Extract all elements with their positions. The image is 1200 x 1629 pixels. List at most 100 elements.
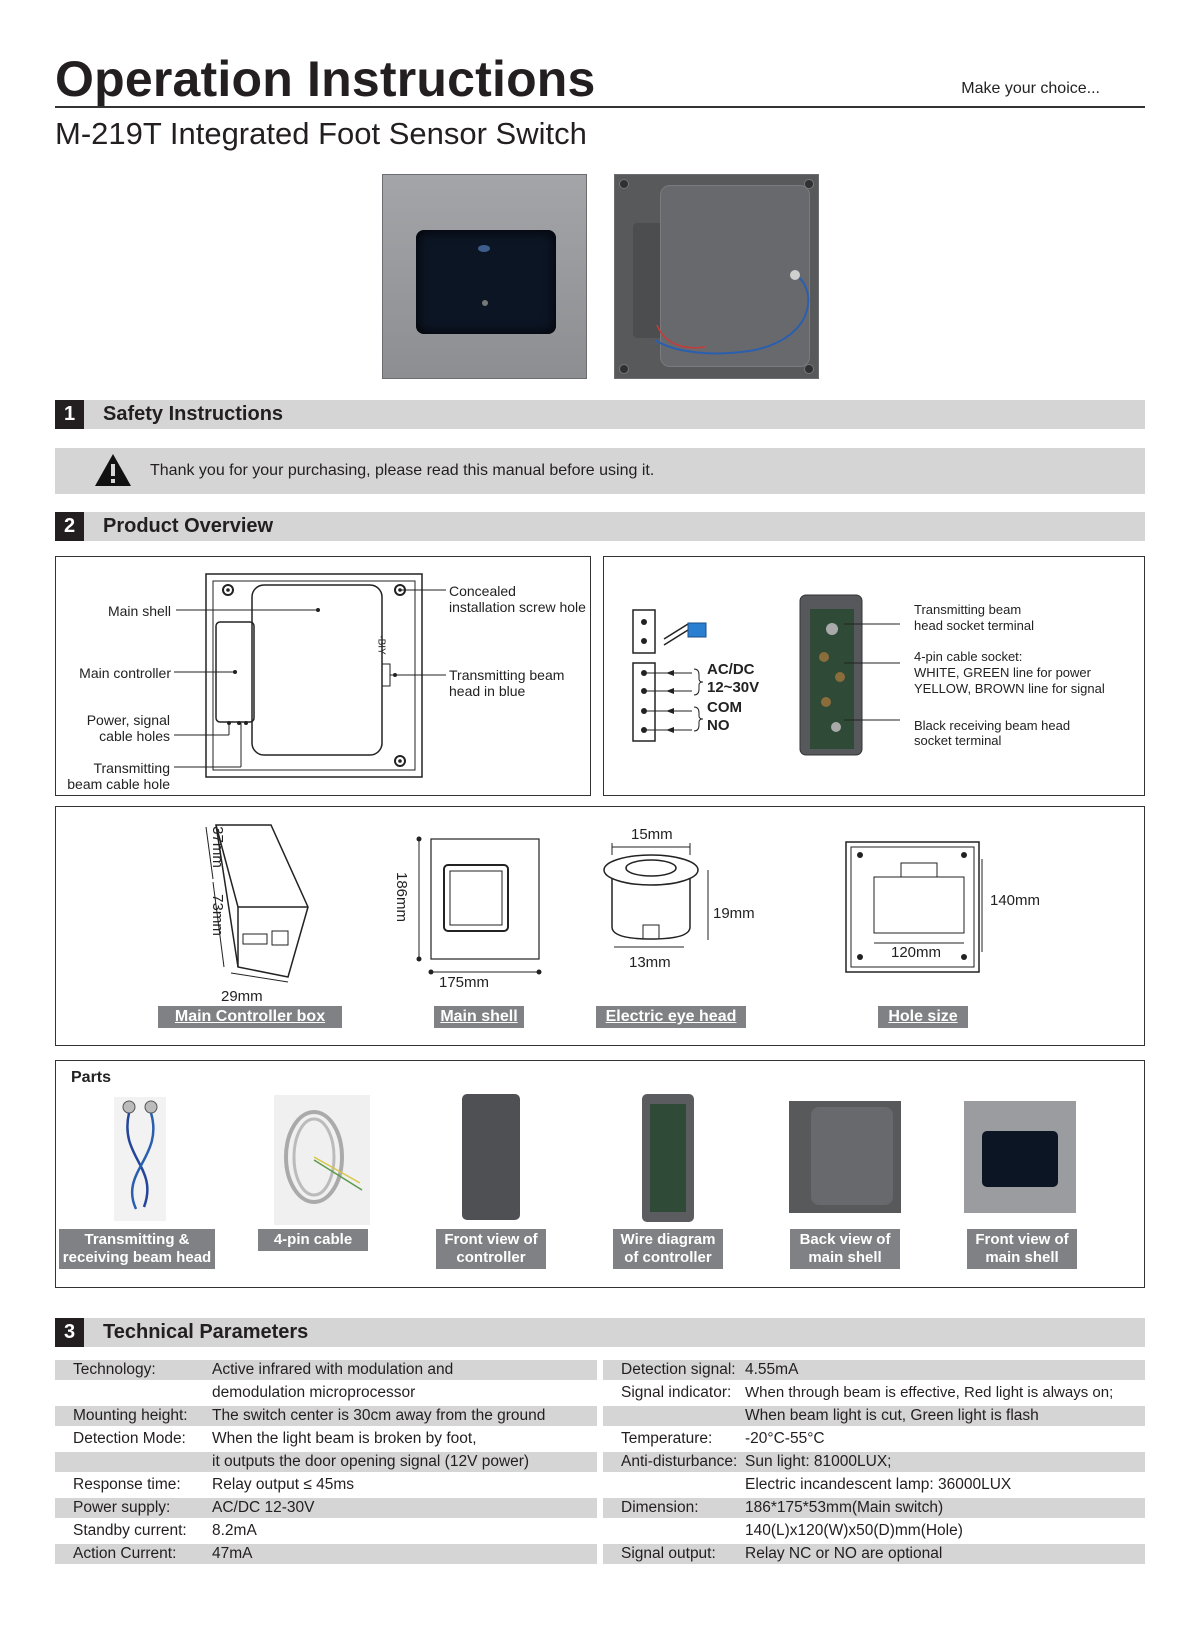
screw-icon xyxy=(619,364,629,374)
table-row: Detection Mode:When the light beam is br… xyxy=(73,1430,477,1447)
dim-controller-height: 73mm xyxy=(208,894,226,936)
label-cable-holes-2: cable holes xyxy=(99,728,170,744)
section-header-overview: 2 Product Overview xyxy=(55,512,1145,541)
safety-note: Thank you for your purchasing, please re… xyxy=(55,448,1145,494)
tagline: Make your choice... xyxy=(961,80,1100,97)
cable-illustration xyxy=(284,1110,363,1204)
beam-head-illustration xyxy=(122,1100,158,1210)
dim-controller-width: 29mm xyxy=(221,988,263,1005)
table-row: Detection signal:4.55mA xyxy=(603,1360,1145,1380)
section-number: 2 xyxy=(55,512,84,541)
screw-icon xyxy=(804,179,814,189)
table-row: Power supply:AC/DC 12-30V xyxy=(55,1498,597,1518)
part-image-beam-heads xyxy=(114,1097,166,1221)
table-row: Temperature:-20°C-55°C xyxy=(621,1430,825,1447)
dim-hole-width: 120mm xyxy=(891,944,942,961)
parts-panel: Parts Transmitting & receiving beam head… xyxy=(55,1060,1145,1288)
table-row: Signal indicator:When through beam is ef… xyxy=(621,1384,1114,1401)
table-row: 140(L)x120(W)x50(D)mm(Hole) xyxy=(745,1522,963,1539)
dim-hole-height: 140mm xyxy=(990,892,1041,909)
controller-cover xyxy=(660,185,810,367)
product-photo-front xyxy=(382,174,587,379)
label-rx-socket-2: socket terminal xyxy=(914,733,1002,748)
warning-icon xyxy=(95,454,131,486)
dim-eye-top: 15mm xyxy=(631,826,673,843)
label-com: COM xyxy=(707,699,742,716)
receiver-dot xyxy=(482,300,488,306)
section-number: 1 xyxy=(55,400,84,429)
screw-icon xyxy=(619,179,629,189)
table-row: Technology:Active infrared with modulati… xyxy=(55,1360,597,1380)
section-header-tech: 3 Technical Parameters xyxy=(55,1318,1145,1347)
section-title: Technical Parameters xyxy=(103,1321,309,1343)
label-pin-socket-3: YELLOW, BROWN line for signal xyxy=(914,681,1105,696)
table-row: Dimension:186*175*53mm(Main switch) xyxy=(603,1498,1145,1518)
label-beam-hole-1: Transmitting xyxy=(93,760,170,776)
table-row: Response time:Relay output ≤ 45ms xyxy=(73,1476,355,1493)
caption-hole-size: Hole size xyxy=(878,1006,968,1028)
table-row: Electric incandescent lamp: 36000LUX xyxy=(745,1476,1012,1493)
label-rx-socket-1: Black receiving beam head xyxy=(914,718,1071,733)
dim-eye-height: 19mm xyxy=(713,905,755,922)
label-tx-socket-2: head socket terminal xyxy=(914,618,1034,633)
label-voltage: 12~30V xyxy=(707,679,760,696)
part-caption-shell-back: Back view of main shell xyxy=(790,1229,900,1269)
table-row: Action Current:47mA xyxy=(55,1544,597,1564)
parts-title: Parts xyxy=(71,1069,112,1086)
dim-shell-height: 186mm xyxy=(393,871,411,923)
label-main-controller: Main controller xyxy=(79,665,171,681)
label-beam-head-2: head in blue xyxy=(449,683,526,699)
part-caption-beam-heads: Transmitting & receiving beam head xyxy=(59,1229,215,1269)
table-row: Anti-disturbance:Sun light: 81000LUX; xyxy=(603,1452,1145,1472)
dim-eye-bottom: 13mm xyxy=(629,954,671,971)
part-caption-shell-front: Front view of main shell xyxy=(967,1229,1077,1269)
section-header-safety: 1 Safety Instructions xyxy=(55,400,1145,429)
label-beam-hole-2: beam cable hole xyxy=(67,776,170,792)
label-acdc: AC/DC xyxy=(707,661,755,678)
section-title: Safety Instructions xyxy=(103,403,284,425)
label-tx-socket-1: Transmitting beam xyxy=(914,602,1022,617)
shell-diagram xyxy=(174,573,446,778)
table-row: demodulation microprocessor xyxy=(212,1384,416,1401)
label-pin-socket-2: WHITE, GREEN line for power xyxy=(914,665,1091,680)
part-image-controller-front xyxy=(462,1094,520,1220)
part-image-controller-wiring xyxy=(642,1094,694,1222)
overview-diagram-controller: AC/DC 12~30V COM NO Transmitting beam he… xyxy=(603,556,1145,796)
beam-lens xyxy=(478,245,490,252)
part-image-4pin-cable xyxy=(274,1095,370,1225)
safety-text: Thank you for your purchasing, please re… xyxy=(150,462,655,479)
table-row: Standby current:8.2mA xyxy=(73,1522,257,1539)
overview-diagram-shell: ·BIY Main shell Main controller Power, s… xyxy=(55,556,591,796)
dimension-drawings xyxy=(205,824,983,983)
wire-illustration xyxy=(654,270,810,355)
part-caption-wire-diagram: Wire diagram of controller xyxy=(613,1229,723,1269)
caption-main-shell: Main shell xyxy=(434,1006,524,1028)
label-main-shell: Main shell xyxy=(107,603,171,619)
table-row: Signal output:Relay NC or NO are optiona… xyxy=(603,1544,1145,1564)
part-caption-4pin-cable: 4-pin cable xyxy=(258,1229,368,1251)
caption-controller-box: Main Controller box xyxy=(158,1006,342,1028)
table-row: it outputs the door opening signal (12V … xyxy=(55,1452,597,1472)
part-image-shell-front xyxy=(964,1101,1076,1213)
part-image-shell-back xyxy=(789,1101,901,1213)
dimensions-panel: 37mm 73mm 29mm 186mm 175mm 15mm 19mm 13m… xyxy=(55,806,1145,1046)
label-no: NO xyxy=(707,717,730,734)
table-row: When beam light is cut, Green light is f… xyxy=(603,1406,1145,1426)
screw-icon xyxy=(804,364,814,374)
section-title: Product Overview xyxy=(103,515,274,537)
page-subtitle: M-219T Integrated Foot Sensor Switch xyxy=(55,116,587,151)
title-divider xyxy=(55,106,1145,108)
dim-controller-depth: 37mm xyxy=(208,826,226,868)
product-photo-back xyxy=(614,174,819,379)
label-beam-head-1: Transmitting beam xyxy=(449,667,565,683)
shell-mark: ·BIY xyxy=(375,635,387,655)
label-pin-socket-1: 4-pin cable socket: xyxy=(914,649,1023,664)
table-row: Mounting height:The switch center is 30c… xyxy=(55,1406,597,1426)
part-caption-controller-front: Front view of controller xyxy=(436,1229,546,1269)
label-cable-holes-1: Power, signal xyxy=(86,712,170,728)
label-screw-hole-2: installation screw hole xyxy=(449,599,586,615)
wiring-diagram xyxy=(632,594,900,756)
page-title: Operation Instructions xyxy=(55,51,596,107)
caption-eye-head: Electric eye head xyxy=(596,1006,746,1028)
section-number: 3 xyxy=(55,1318,84,1347)
